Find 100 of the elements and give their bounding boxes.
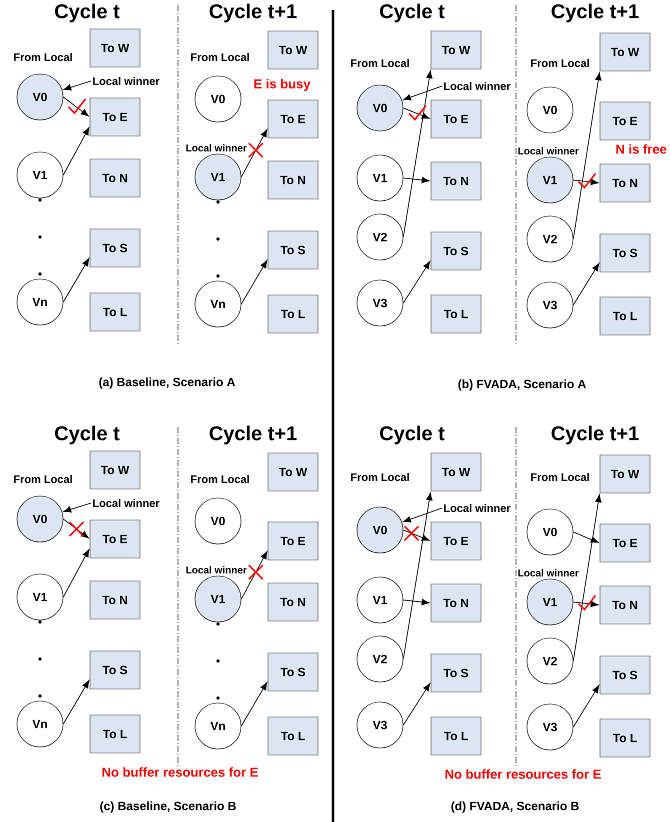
arrow [402, 492, 432, 660]
output-port-box: To E [90, 520, 140, 558]
arrow [240, 260, 268, 304]
output-port-box: To S [600, 234, 650, 272]
leader-arrow [403, 508, 443, 522]
output-port-box: To L [600, 296, 650, 336]
output-port-box: To S [600, 656, 650, 694]
output-port-box: To N [268, 160, 318, 200]
column-heading: From Local [191, 474, 249, 484]
output-port-box: To E [90, 98, 140, 136]
output-port-box: To L [430, 716, 482, 756]
arrow [572, 263, 600, 306]
output-port-box: To L [90, 292, 140, 332]
arrow [572, 494, 602, 662]
panel-caption: (d) FVADA, Scenario B [451, 801, 579, 813]
output-port-box: To N [90, 580, 140, 620]
output-port-box: To N [600, 586, 650, 624]
output-port-box: To N [268, 582, 318, 622]
status-note: N is free [616, 144, 666, 154]
output-port-box: To E [268, 100, 318, 138]
output-port-box: To N [600, 164, 650, 202]
arrow [62, 518, 89, 538]
cycle-heading: Cycle t+1 [552, 4, 639, 22]
arrow [240, 682, 268, 726]
arrow [572, 600, 599, 608]
column-heading: From Local [191, 52, 249, 62]
winner-label: Local winner [518, 147, 579, 154]
output-port-box: To W [90, 450, 140, 490]
winner-label: Local winner [444, 82, 510, 90]
output-port-box: To W [430, 452, 482, 492]
output-port-box: To S [90, 650, 140, 690]
column-heading: From Local [531, 472, 589, 482]
arrow [240, 551, 268, 600]
panel-caption: (a) Baseline, Scenario A [99, 377, 236, 389]
arrow [62, 258, 90, 302]
output-port-box: To W [600, 454, 650, 494]
arrow [402, 261, 430, 304]
winner-label: Local winner [186, 566, 247, 574]
leader-arrow [63, 502, 92, 513]
output-port-box: To W [600, 32, 650, 72]
arrow [402, 683, 430, 726]
winner-label: Local winner [93, 498, 160, 508]
output-port-box: To E [430, 100, 482, 138]
output-port-box: To E [600, 102, 650, 140]
output-port-box: To S [90, 228, 140, 268]
cycle-heading: Cycle t [380, 4, 445, 22]
arrow [62, 549, 90, 598]
status-note: E is busy [254, 78, 310, 92]
winner-label: Local winner [444, 504, 510, 512]
arrow [240, 129, 268, 178]
leader-arrow [403, 86, 443, 100]
cycle-heading: Cycle t+1 [210, 4, 297, 22]
arrow [402, 530, 430, 541]
output-port-box: To N [90, 158, 140, 198]
output-port-box: To W [268, 452, 318, 492]
output-port-box: To L [90, 714, 140, 754]
column-heading: From Local [14, 474, 72, 484]
column-heading: From Local [14, 52, 72, 62]
arrow [402, 70, 432, 238]
arrow [402, 176, 430, 184]
cycle-heading: Cycle t [380, 426, 445, 444]
arrow [572, 532, 599, 543]
cycle-heading: Cycle t [55, 426, 120, 444]
panel-caption: (c) Baseline, Scenario B [100, 801, 236, 813]
output-port-box: To W [268, 30, 318, 70]
output-port-box: To N [430, 162, 482, 200]
output-port-box: To S [268, 230, 318, 270]
leader-arrow [63, 80, 92, 91]
winner-label: Local winner [186, 144, 247, 152]
status-note: No buffer resources for E [102, 767, 258, 777]
output-port-box: To S [268, 652, 318, 692]
panel-caption: (b) FVADA, Scenario A [458, 379, 586, 391]
arrow [572, 178, 599, 186]
output-port-box: To N [430, 584, 482, 622]
arrow [572, 685, 600, 728]
output-port-box: To S [430, 654, 482, 692]
output-port-box: To L [268, 294, 318, 334]
winner-label: Local winner [518, 569, 579, 576]
output-port-box: To L [430, 294, 482, 334]
cycle-heading: Cycle t [55, 4, 120, 22]
arrow [402, 598, 430, 606]
column-heading: From Local [351, 58, 409, 68]
arrow [402, 108, 430, 119]
output-port-box: To E [430, 522, 482, 560]
status-note: No buffer resources for E [446, 769, 601, 779]
output-port-box: To W [90, 28, 140, 68]
arrow [62, 680, 90, 724]
output-port-box: To E [268, 522, 318, 560]
column-heading: From Local [531, 58, 589, 68]
cycle-heading: Cycle t+1 [210, 426, 297, 444]
arrow [62, 127, 90, 176]
arrow [62, 96, 89, 116]
arrow [572, 72, 602, 240]
output-port-box: To E [600, 524, 650, 562]
output-port-box: To S [430, 232, 482, 270]
cycle-heading: Cycle t+1 [552, 426, 639, 444]
output-port-box: To W [430, 30, 482, 70]
column-heading: From Local [351, 472, 409, 482]
output-port-box: To L [600, 718, 650, 758]
winner-label: Local winner [93, 76, 160, 86]
